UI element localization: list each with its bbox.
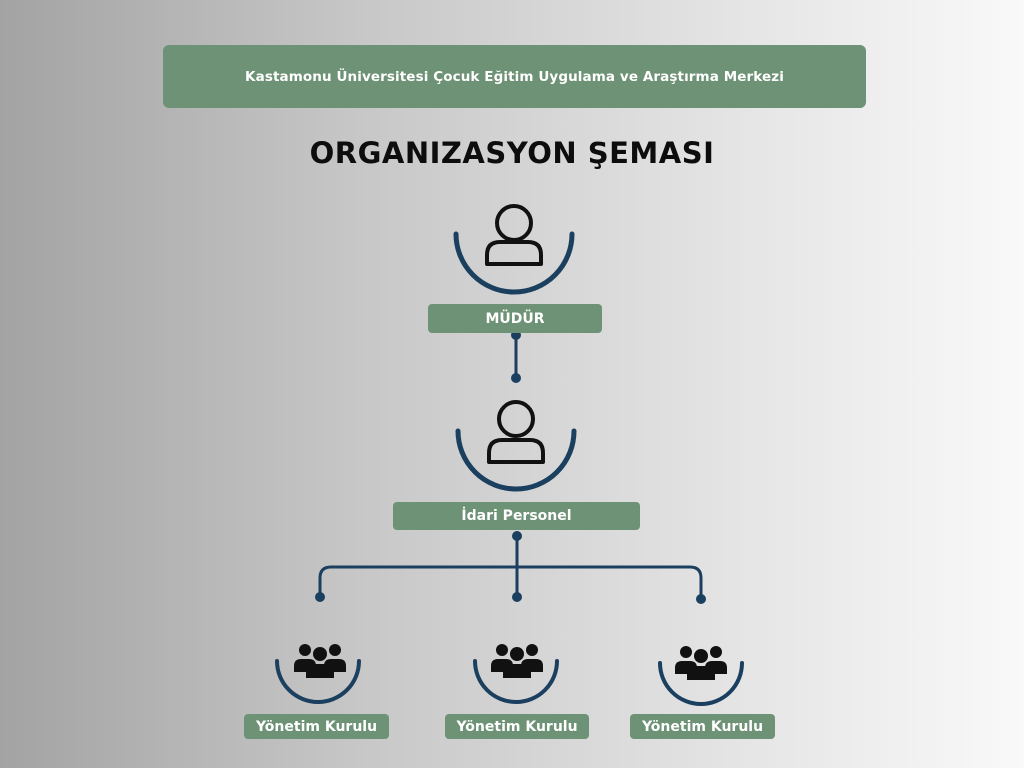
board-node-graphic-3: [658, 646, 744, 706]
board-node-graphic-2: [473, 644, 559, 704]
director-arc: [453, 231, 575, 295]
institution-name: Kastamonu Üniversitesi Çocuk Eğitim Uygu…: [245, 68, 784, 85]
header-banner: Kastamonu Üniversitesi Çocuk Eğitim Uygu…: [163, 45, 866, 108]
connector-admin-boards: [318, 536, 703, 599]
board-label-2: Yönetim Kurulu: [456, 718, 578, 735]
connector-director-admin: [511, 330, 521, 383]
admin-node-graphic: [455, 400, 577, 492]
group-icon: [294, 644, 346, 678]
admin-label-box: İdari Personel: [393, 502, 640, 530]
board-label-box-1: Yönetim Kurulu: [244, 714, 389, 739]
page-title: ORGANIZASYON ŞEMASI: [309, 136, 715, 170]
board-label-1: Yönetim Kurulu: [255, 718, 378, 735]
admin-label: İdari Personel: [461, 508, 572, 524]
director-label: MÜDÜR: [485, 310, 545, 327]
director-node-graphic: [453, 204, 575, 295]
admin-arc: [455, 428, 577, 492]
board-node-graphic-1: [275, 644, 361, 704]
board-label-box-3: Yönetim Kurulu: [630, 714, 775, 739]
director-label-box: MÜDÜR: [428, 304, 602, 333]
group-icon: [491, 644, 543, 678]
person-icon: [485, 204, 543, 266]
board-label-box-2: Yönetim Kurulu: [445, 714, 589, 739]
connector-dots: [315, 531, 706, 604]
person-icon: [487, 400, 545, 464]
group-icon: [675, 646, 727, 680]
board-label-3: Yönetim Kurulu: [641, 718, 764, 735]
